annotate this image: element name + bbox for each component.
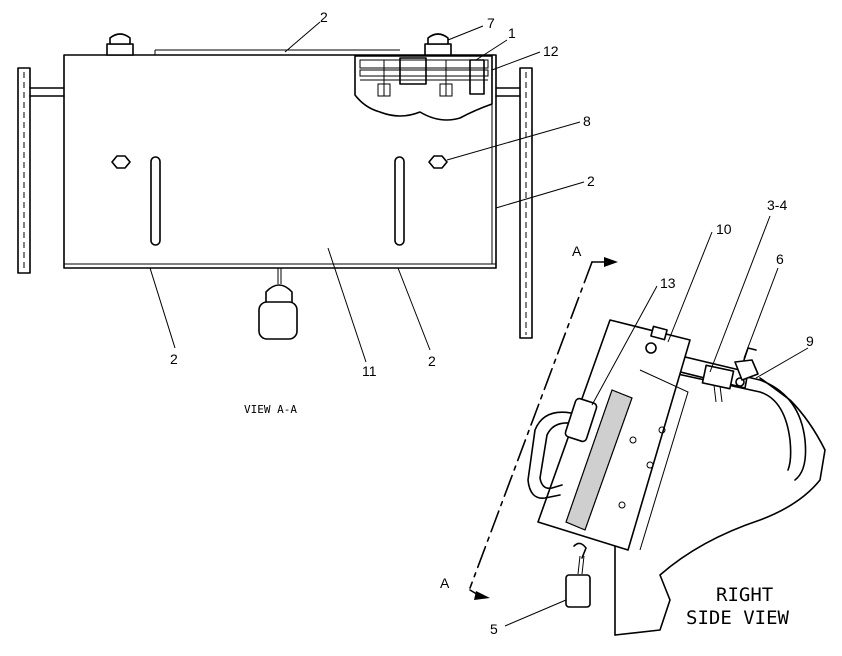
- slot-right: [394, 156, 405, 246]
- callout-9: 9: [806, 333, 814, 349]
- callout-8: 8: [583, 113, 591, 129]
- right-rail: [519, 67, 533, 339]
- callout-2-right: 2: [587, 173, 595, 189]
- callout-2-top: 2: [320, 9, 328, 25]
- section-letter-top: A: [572, 243, 582, 259]
- cutaway-section: [354, 55, 493, 121]
- section-line-a: [469, 257, 618, 600]
- hex-bolt-right: [428, 155, 448, 169]
- callout-11: 11: [362, 363, 377, 379]
- callout-12: 12: [543, 43, 559, 59]
- right-side-view-drawing: [504, 215, 826, 636]
- view-a-a-drawing: [17, 21, 585, 363]
- right-side-view-caption-line2: SIDE VIEW: [686, 607, 790, 629]
- callout-10: 10: [716, 221, 732, 237]
- view-a-a-caption: VIEW A-A: [244, 403, 297, 416]
- hex-bolt-left: [111, 155, 131, 169]
- callout-5: 5: [490, 621, 498, 637]
- section-letter-bottom: A: [440, 575, 450, 591]
- callout-2-bottom-right: 2: [428, 353, 436, 369]
- padlock-side: [565, 542, 591, 608]
- right-side-view-caption-line1: RIGHT: [716, 584, 773, 606]
- callout-1: 1: [508, 25, 516, 41]
- padlock-front: [258, 268, 298, 340]
- callout-2-bottom-left: 2: [170, 351, 178, 367]
- knob-right: [424, 33, 452, 56]
- callout-7: 7: [487, 15, 495, 31]
- callout-3-4: 3-4: [767, 197, 787, 213]
- slot-left: [150, 156, 161, 246]
- knob-left: [106, 33, 134, 56]
- callout-13: 13: [660, 275, 676, 291]
- main-box: [63, 54, 497, 269]
- left-rail: [17, 67, 31, 274]
- callout-6: 6: [776, 251, 784, 267]
